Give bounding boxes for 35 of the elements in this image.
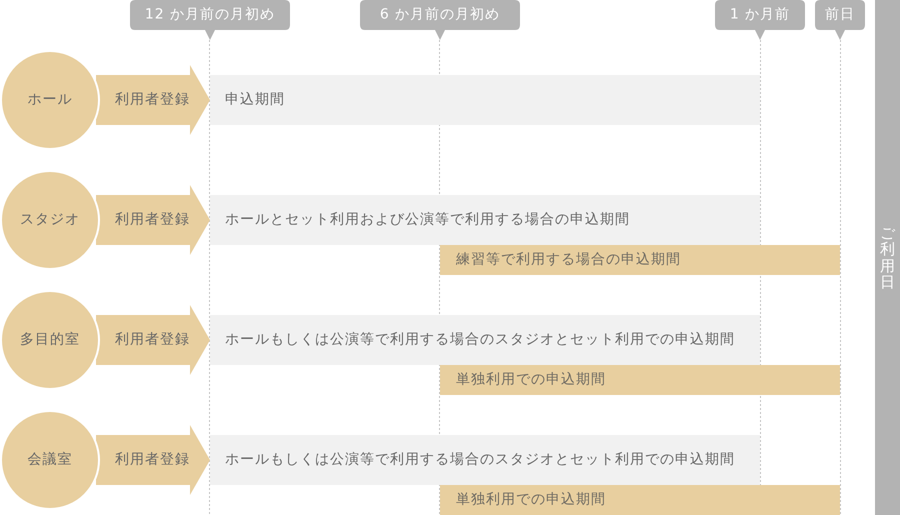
time-marker-tag	[360, 0, 520, 40]
period-label: 練習等で利用する場合の申込期間	[456, 252, 681, 268]
facility-label: スタジオ	[20, 212, 80, 228]
usage-day-bar	[875, 0, 900, 515]
period-label: ホールもしくは公演等で利用する場合のスタジオとセット利用での申込期間	[225, 452, 735, 468]
period-band	[440, 245, 840, 275]
facility-label: ホール	[28, 92, 72, 108]
period-label: 単独利用での申込期間	[456, 492, 606, 508]
period-label: ホールとセット利用および公演等で利用する場合の申込期間	[225, 212, 630, 228]
usage-day-label: ご利用日	[880, 224, 895, 290]
marker-label: 前日	[825, 6, 855, 24]
edge-label: 利用者登録	[115, 212, 190, 228]
period-label: 申込期間	[225, 92, 285, 108]
period-bar	[210, 315, 760, 365]
edge-label: 利用者登録	[115, 332, 190, 348]
time-marker-tag	[715, 0, 805, 40]
edge-label: 利用者登録	[115, 452, 190, 468]
period-bar	[210, 435, 760, 485]
facility-label: 会議室	[28, 452, 72, 468]
block-arrow	[96, 185, 210, 255]
time-marker-tag	[130, 0, 290, 40]
edge-label: 利用者登録	[115, 92, 190, 108]
facility-label: 多目的室	[20, 332, 80, 348]
period-band	[440, 365, 840, 395]
block-arrow	[96, 425, 210, 495]
block-arrow	[96, 305, 210, 375]
period-label: ホールもしくは公演等で利用する場合のスタジオとセット利用での申込期間	[225, 332, 735, 348]
time-marker-tag	[815, 0, 865, 40]
period-bar	[210, 195, 760, 245]
marker-label: 6 か月前の月初め	[380, 6, 500, 24]
marker-label: 12 か月前の月初め	[144, 6, 276, 24]
period-label: 単独利用での申込期間	[456, 372, 606, 388]
period-bar	[210, 75, 760, 125]
period-band	[440, 485, 840, 515]
marker-label: 1 か月前	[730, 6, 790, 24]
